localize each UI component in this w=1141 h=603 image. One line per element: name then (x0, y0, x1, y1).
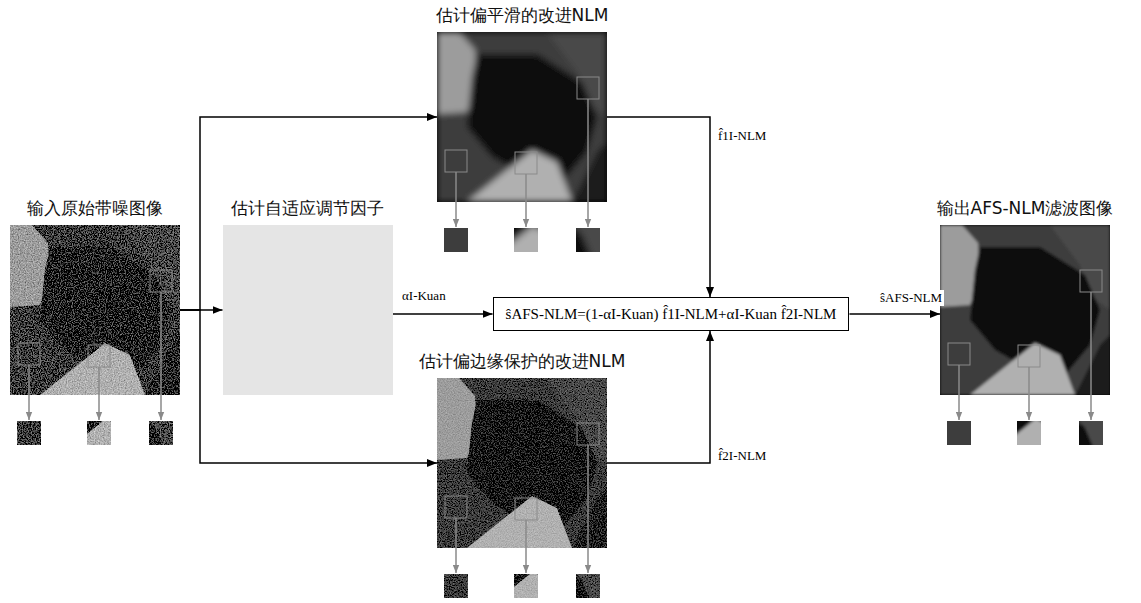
patch-marker (515, 498, 537, 520)
image-holder (940, 225, 1110, 447)
patch-arrow (28, 365, 30, 420)
patch-arrow (1028, 367, 1030, 420)
factor-panel (223, 225, 393, 395)
image-content (940, 225, 1110, 395)
node-heading: 估计自适应调节因子 (223, 197, 393, 219)
image-holder (437, 32, 607, 254)
edge-label: αI-Kuan (400, 288, 448, 304)
edge-label: f̂2I-NLM (716, 448, 768, 464)
node-heading: 输出AFS-NLM滤波图像 (937, 197, 1114, 219)
patch-marker (1080, 270, 1102, 292)
patch-marker (18, 343, 40, 365)
node-heading: 估计偏平滑的改进NLM (436, 4, 609, 26)
patch-arrow (160, 292, 162, 420)
zoom-patch (926, 372, 1111, 557)
patch-marker (515, 152, 537, 174)
patch-arrow (587, 99, 589, 227)
image-frame (940, 225, 1110, 395)
formula-box: ŝAFS-NLM=(1-αI-Kuan) f̂1I-NLM+αI-Kuan f̂… (493, 297, 850, 331)
connector-arrow (607, 331, 710, 463)
patch-arrow (958, 365, 960, 420)
zoom-patch (938, 292, 1123, 477)
image-frame (437, 378, 607, 548)
node-heading: 输入原始带噪图像 (10, 197, 180, 219)
zoom-patch (8, 292, 193, 477)
zoom-patch (2, 290, 187, 475)
patch-arrow (455, 518, 457, 573)
zoom-patch (423, 525, 608, 603)
image-holder (10, 225, 180, 447)
image-node: 估计偏边缘保护的改进NLM (419, 350, 626, 600)
patch-arrow (1090, 292, 1092, 420)
patch-arrow (587, 445, 589, 573)
connector-arrow (849, 313, 940, 315)
image-content (10, 225, 180, 395)
patch-marker (577, 423, 599, 445)
zoom-patch (435, 99, 620, 284)
image-figure (437, 378, 607, 600)
zoom-patch (423, 179, 608, 364)
image-figure (940, 225, 1110, 447)
image-content (437, 378, 607, 548)
zoom-patch (429, 97, 614, 282)
zoom-patch (0, 372, 182, 557)
patch-marker (445, 496, 467, 518)
image-holder (437, 378, 607, 600)
image-frame (10, 225, 180, 395)
image-node: 输入原始带噪图像 (10, 197, 180, 447)
patch-marker (577, 77, 599, 99)
image-figure (10, 225, 180, 447)
image-frame (437, 32, 607, 202)
patch-marker (445, 150, 467, 172)
edge-label: f̂1I-NLM (716, 128, 768, 144)
patch-marker (88, 345, 110, 367)
patch-arrow (525, 174, 527, 227)
patch-arrow (525, 520, 527, 573)
image-content (437, 32, 607, 202)
patch-marker (1018, 345, 1040, 367)
connector-arrow (393, 313, 493, 315)
image-figure (437, 32, 607, 254)
image-node: 估计偏平滑的改进NLM (436, 4, 609, 254)
edge-label: ŝAFS-NLM (878, 290, 944, 306)
patch-marker (948, 343, 970, 365)
zoom-patch (932, 290, 1117, 475)
formula-text: ŝAFS-NLM=(1-αI-Kuan) f̂1I-NLM+αI-Kuan f̂… (506, 304, 837, 324)
connector-arrow (607, 117, 710, 297)
patch-arrow (455, 172, 457, 227)
process-box: 估计自适应调节因子 (223, 197, 393, 395)
patch-arrow (98, 367, 100, 420)
patch-marker (150, 270, 172, 292)
node-heading: 估计偏边缘保护的改进NLM (419, 350, 626, 372)
image-node: 输出AFS-NLM滤波图像 (937, 197, 1114, 447)
